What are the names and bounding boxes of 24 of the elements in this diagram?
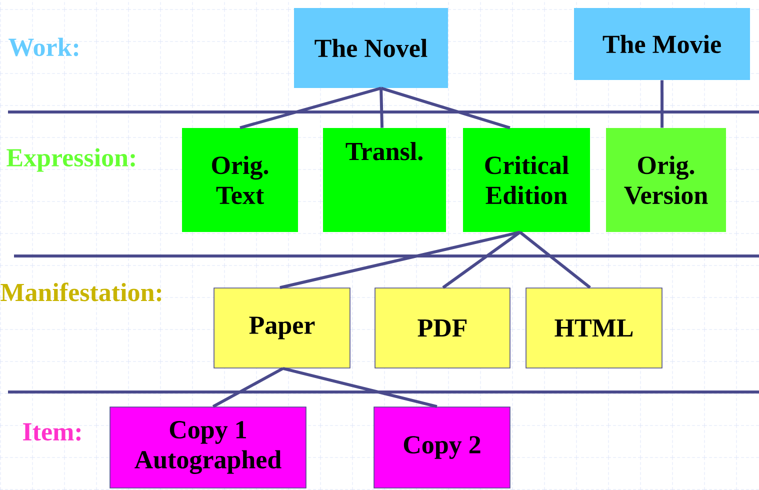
- connector: [380, 86, 510, 130]
- level-label: Expression:: [6, 148, 135, 172]
- connector: [380, 88, 384, 128]
- connector: [212, 367, 284, 408]
- level-label: Work:: [8, 38, 78, 56]
- box: Paper: [214, 288, 350, 368]
- connector: [660, 80, 664, 128]
- connector: [280, 230, 520, 290]
- connector: [282, 366, 438, 408]
- box: Copy 2: [374, 406, 510, 488]
- level-label: Manifestation:: [0, 282, 162, 302]
- box: HTML: [526, 288, 662, 368]
- connector: [519, 231, 591, 289]
- connector: [240, 86, 382, 130]
- box: The Movie: [574, 8, 750, 80]
- box: PDF: [374, 288, 510, 368]
- box: The Novel: [294, 8, 448, 88]
- box: Critical Edition: [463, 128, 590, 232]
- connector: [442, 230, 521, 289]
- box: Copy 1 Autographed: [110, 406, 306, 488]
- box: Orig. Version: [606, 128, 726, 232]
- box: Transl.: [323, 128, 446, 232]
- level-label: Item:: [23, 423, 81, 441]
- box: Orig. Text: [182, 128, 298, 232]
